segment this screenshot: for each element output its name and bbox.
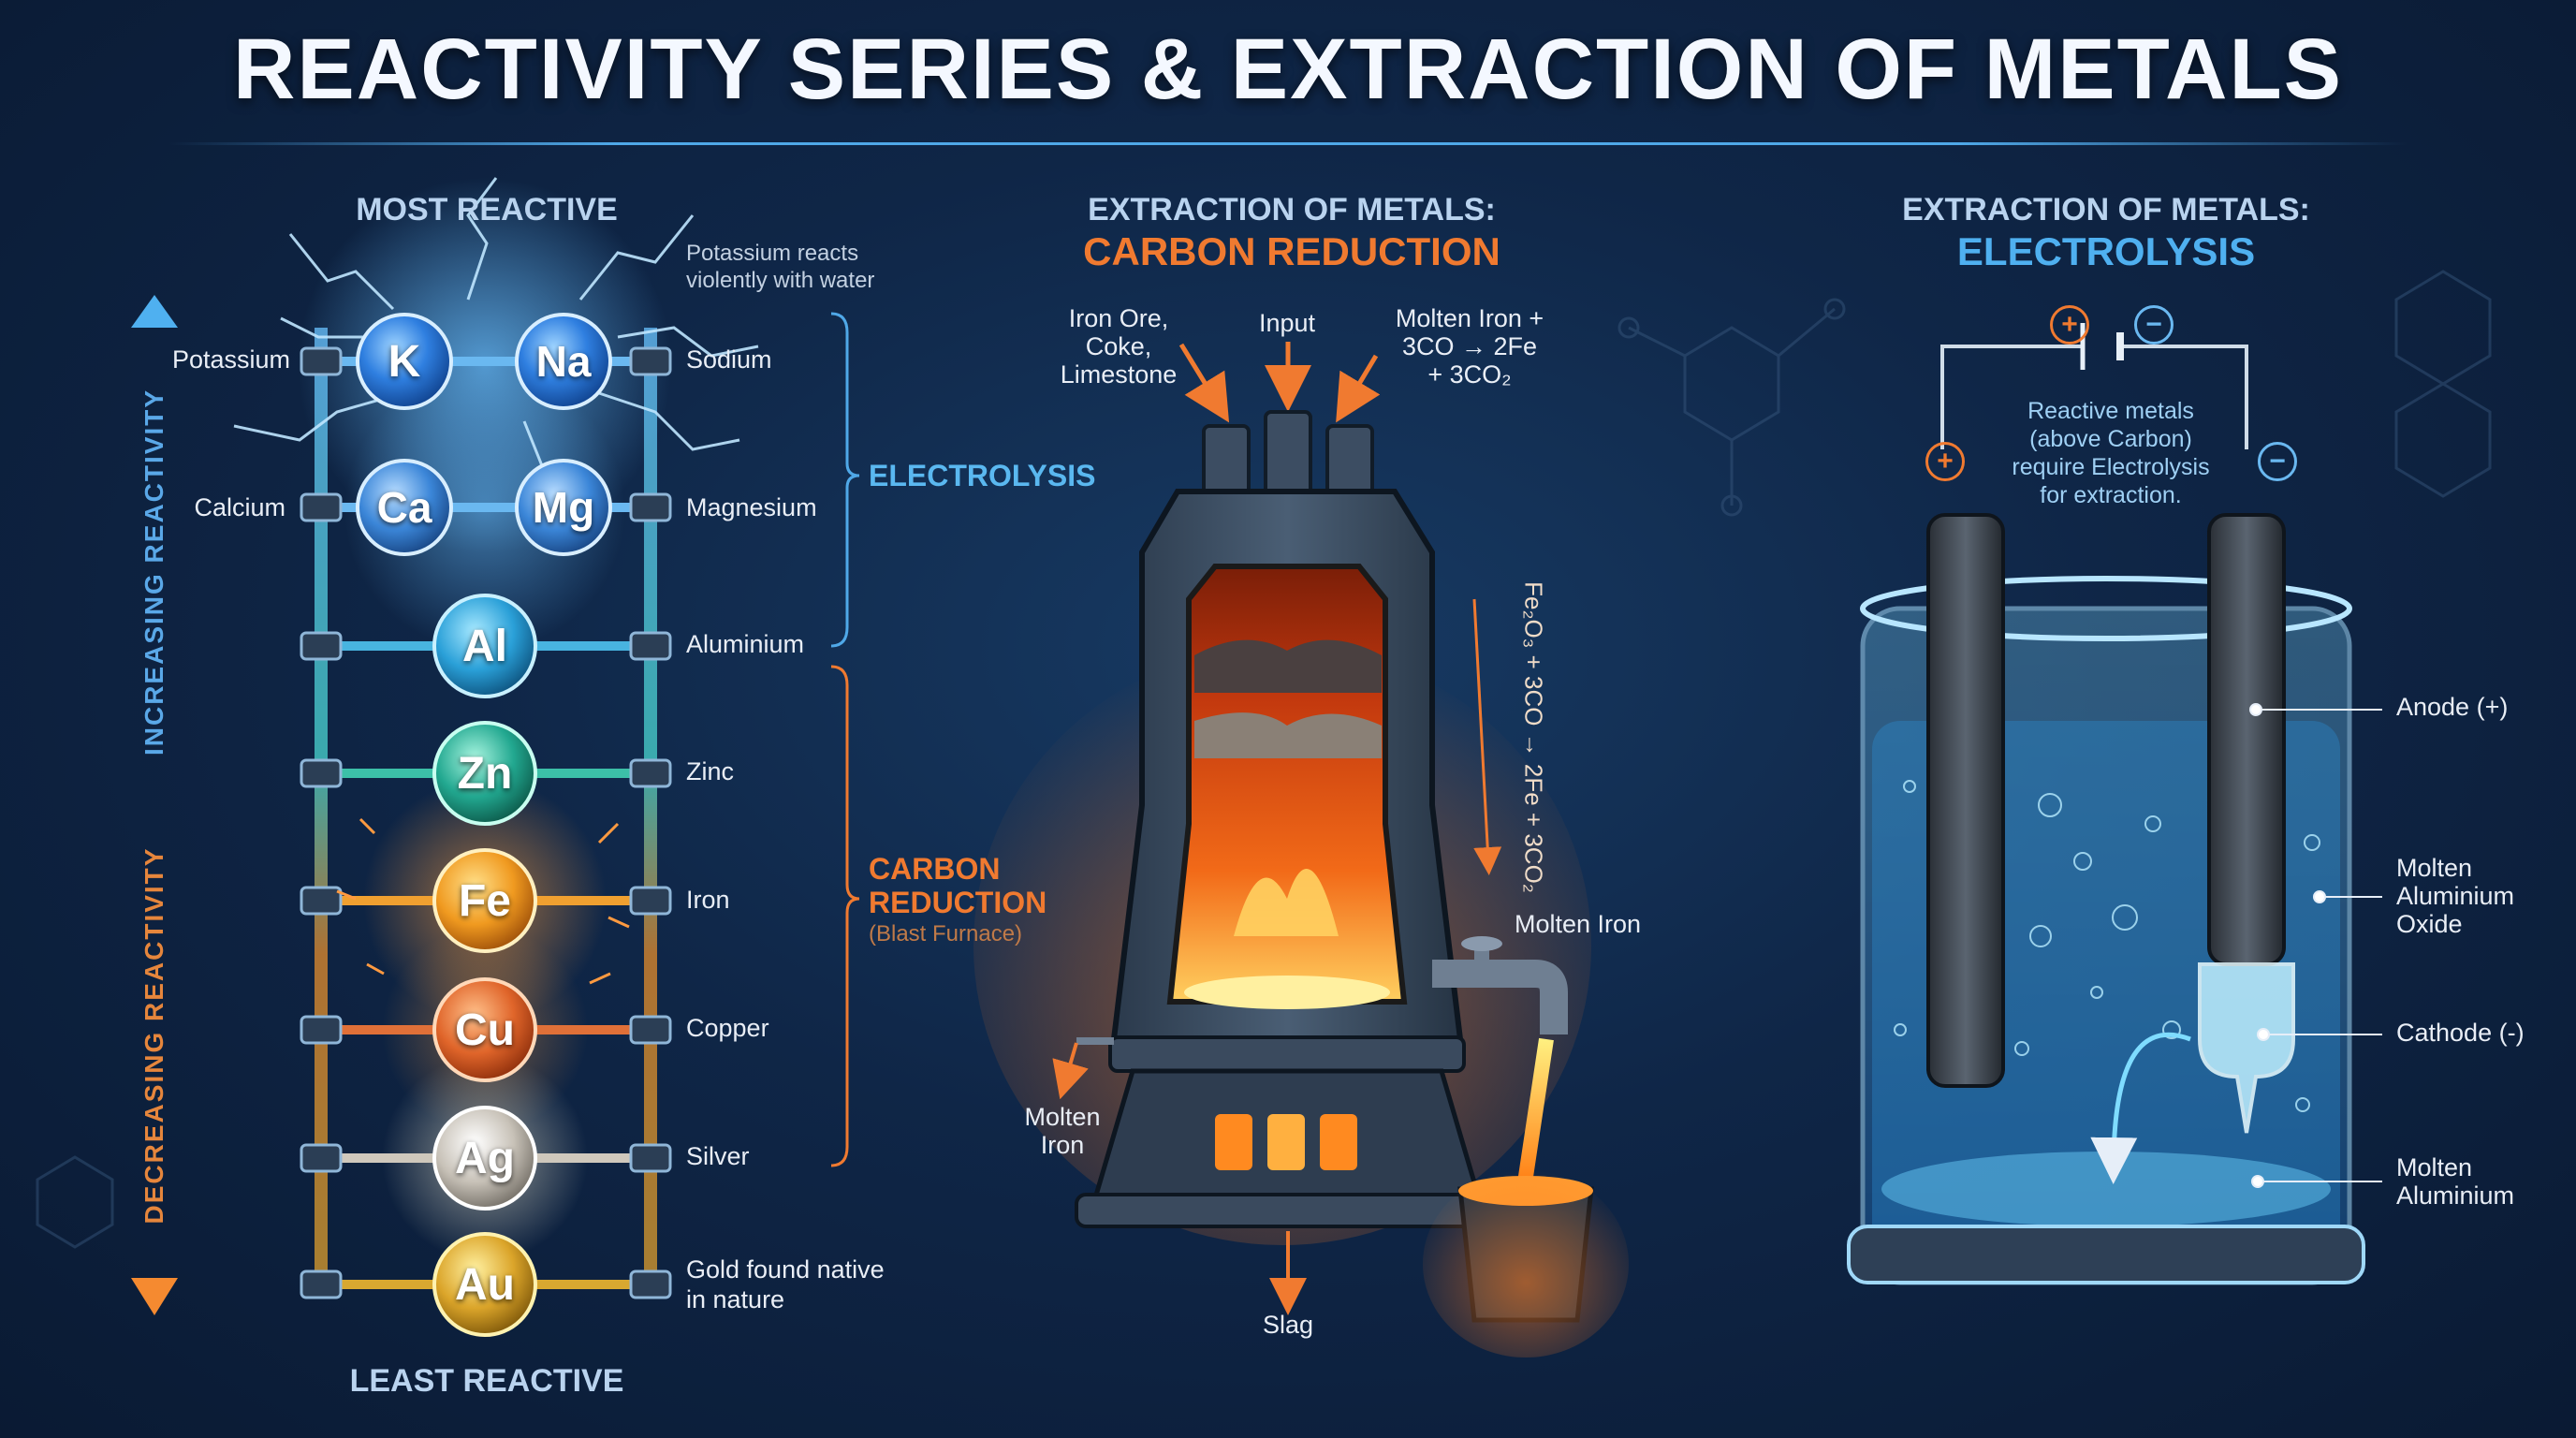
electrolysis-note: Reactive metals (above Carbon) require E…: [2012, 398, 2210, 508]
metal-badge-fe: Fe: [458, 875, 511, 926]
input-label: Input: [1258, 309, 1316, 337]
decreasing-reactivity-label: DECREASING REACTIVITY: [139, 846, 168, 1225]
metal-badge-na: Na: [535, 337, 592, 386]
metal-badge-ca: Ca: [376, 483, 432, 532]
potassium-note: Potassium reacts violently with water: [686, 241, 875, 293]
main-title: REACTIVITY SERIES & EXTRACTION OF METALS: [232, 22, 2344, 117]
group-label-carbon-reduction: CARBON REDUCTION: [869, 852, 1047, 919]
most-reactive-label: MOST REACTIVE: [356, 192, 618, 227]
metal-name-potassium: Potassium: [171, 345, 290, 374]
electrolysis-section-heading: EXTRACTION OF METALS:: [1902, 192, 2310, 227]
electrolysis-section-subheading: ELECTROLYSIS: [1956, 229, 2256, 273]
battery-minus-icon: −: [2134, 305, 2174, 345]
slag-label: Slag: [1262, 1311, 1314, 1339]
furnace-equation-side: Fe₂O₃ + 3CO → 2Fe + 3CO₂: [1519, 581, 1548, 893]
gold-note: Gold found native in nature: [686, 1255, 885, 1313]
electrolyte-label: Molten Aluminium Oxide: [2396, 854, 2515, 938]
molten-iron-label-left: Molten Iron: [1024, 1103, 1101, 1159]
molten-iron-label-right: Molten Iron: [1515, 910, 1642, 938]
carbon-section-heading: EXTRACTION OF METALS:: [1088, 192, 1496, 227]
group-label-electrolysis: ELECTROLYSIS: [869, 459, 1096, 492]
metal-name-zinc: Zinc: [686, 757, 735, 785]
molten-aluminium-label: Molten Aluminium: [2396, 1153, 2515, 1210]
input-materials-label: Iron Ore, Coke, Limestone: [1060, 304, 1178, 389]
title-divider: [168, 142, 2408, 145]
furnace-equation-top: Molten Iron + 3CO → 2Fe + 3CO₂: [1395, 304, 1544, 389]
metal-badge-zn: Zn: [457, 748, 513, 799]
anode-plus-icon: +: [1925, 442, 1965, 481]
least-reactive-label: LEAST REACTIVE: [349, 1363, 624, 1399]
metal-badge-au: Au: [455, 1259, 515, 1310]
anode-label: Anode (+): [2396, 693, 2509, 721]
metal-badge-ag: Ag: [455, 1133, 515, 1183]
battery-plus-icon: +: [2050, 305, 2089, 345]
cathode-label: Cathode (-): [2396, 1019, 2525, 1047]
metal-badge-k: K: [388, 336, 421, 387]
metal-name-copper: Copper: [686, 1014, 769, 1042]
metal-badge-al: Al: [462, 621, 507, 671]
carbon-section-subheading: CARBON REDUCTION: [1083, 229, 1500, 273]
metal-name-aluminium: Aluminium: [686, 630, 805, 658]
metal-badge-mg: Mg: [532, 483, 595, 532]
metal-name-magnesium: Magnesium: [686, 493, 817, 521]
cathode-minus-icon: −: [2258, 442, 2297, 481]
metal-name-sodium: Sodium: [686, 345, 772, 374]
group-label-blast-furnace: (Blast Furnace): [869, 921, 1023, 946]
metal-name-iron: Iron: [686, 886, 730, 914]
metal-name-silver: Silver: [686, 1142, 750, 1170]
metal-name-calcium: Calcium: [194, 493, 285, 521]
metal-badge-cu: Cu: [455, 1005, 515, 1055]
increasing-reactivity-label: INCREASING REACTIVITY: [139, 388, 168, 756]
